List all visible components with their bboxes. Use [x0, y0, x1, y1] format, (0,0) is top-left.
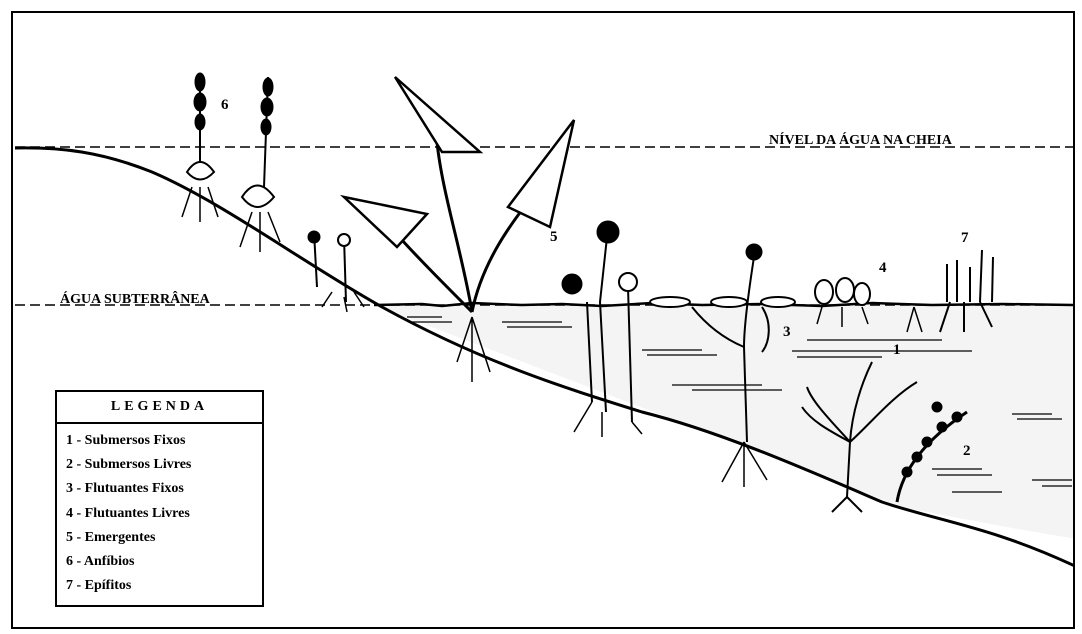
plant-number-3: 3 — [783, 324, 791, 341]
legend-item: 7 - Epífitos — [66, 574, 262, 598]
plant-number-5: 5 — [550, 229, 558, 246]
plant-number-4: 4 — [879, 260, 887, 277]
plant-number-6: 6 — [221, 97, 229, 114]
legend-item: 4 - Flutuantes Livres — [66, 502, 262, 526]
legend-item: 2 - Submersos Livres — [66, 453, 262, 477]
plant-number-2: 2 — [963, 443, 971, 460]
plant-number-7: 7 — [961, 230, 969, 247]
legend-item: 5 - Emergentes — [66, 526, 262, 550]
flood-level-label: NÍVEL DA ÁGUA NA CHEIA — [769, 133, 952, 149]
legend-item: 3 - Flutuantes Fixos — [66, 477, 262, 501]
legend: LEGENDA 1 - Submersos Fixos 2 - Submerso… — [55, 390, 264, 607]
plant-amphibious — [182, 73, 364, 312]
legend-title: LEGENDA — [57, 392, 262, 424]
legend-item: 6 - Anfíbios — [66, 550, 262, 574]
legend-item: 1 - Submersos Fixos — [66, 429, 262, 453]
diagram-frame: NÍVEL DA ÁGUA NA CHEIA ÁGUA SUBTERRÂNEA … — [11, 11, 1075, 629]
legend-list: 1 - Submersos Fixos 2 - Submersos Livres… — [57, 424, 262, 598]
plant-number-1: 1 — [893, 342, 901, 359]
groundwater-label: ÁGUA SUBTERRÂNEA — [60, 292, 210, 308]
